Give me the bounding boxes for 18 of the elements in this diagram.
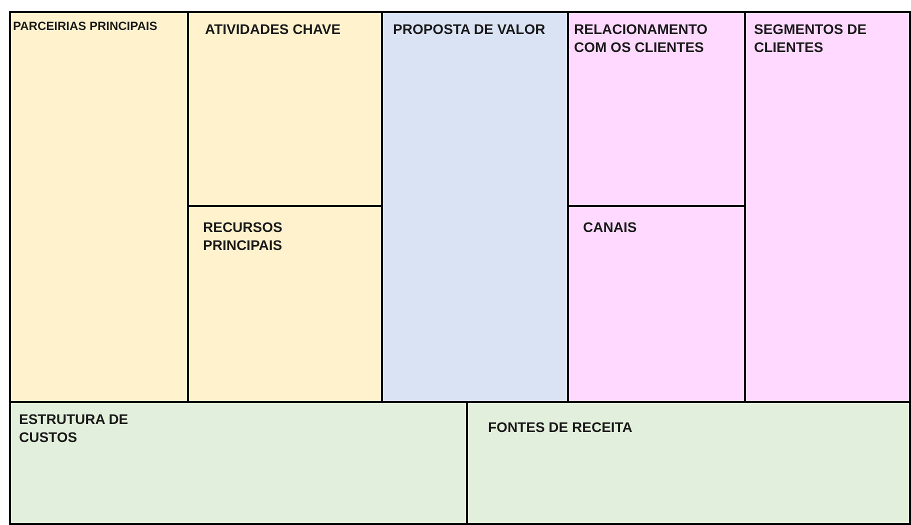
canvas-block	[567, 205, 746, 403]
block-heading: RELACIONAMENTO COM OS CLIENTES	[574, 21, 709, 56]
block-heading: RECURSOS PRINCIPAIS	[203, 219, 284, 254]
block-heading: FONTES DE RECEITA	[488, 419, 634, 436]
canvas-block	[9, 401, 468, 525]
block-heading: ATIVIDADES CHAVE	[205, 21, 342, 38]
block-heading: SEGMENTOS DE CLIENTES	[754, 21, 868, 56]
canvas-block	[567, 11, 746, 207]
block-heading: PARCEIRIAS PRINCIPAIS	[13, 19, 158, 34]
canvas-block	[381, 11, 569, 403]
canvas-block	[744, 11, 911, 403]
canvas-block	[187, 11, 383, 207]
block-heading: PROPOSTA DE VALOR	[393, 21, 546, 38]
canvas-block	[187, 205, 383, 403]
canvas-block	[466, 401, 911, 525]
block-heading: CANAIS	[583, 219, 638, 236]
canvas-block	[9, 11, 189, 403]
block-heading: ESTRUTURA DE CUSTOS	[19, 411, 130, 446]
